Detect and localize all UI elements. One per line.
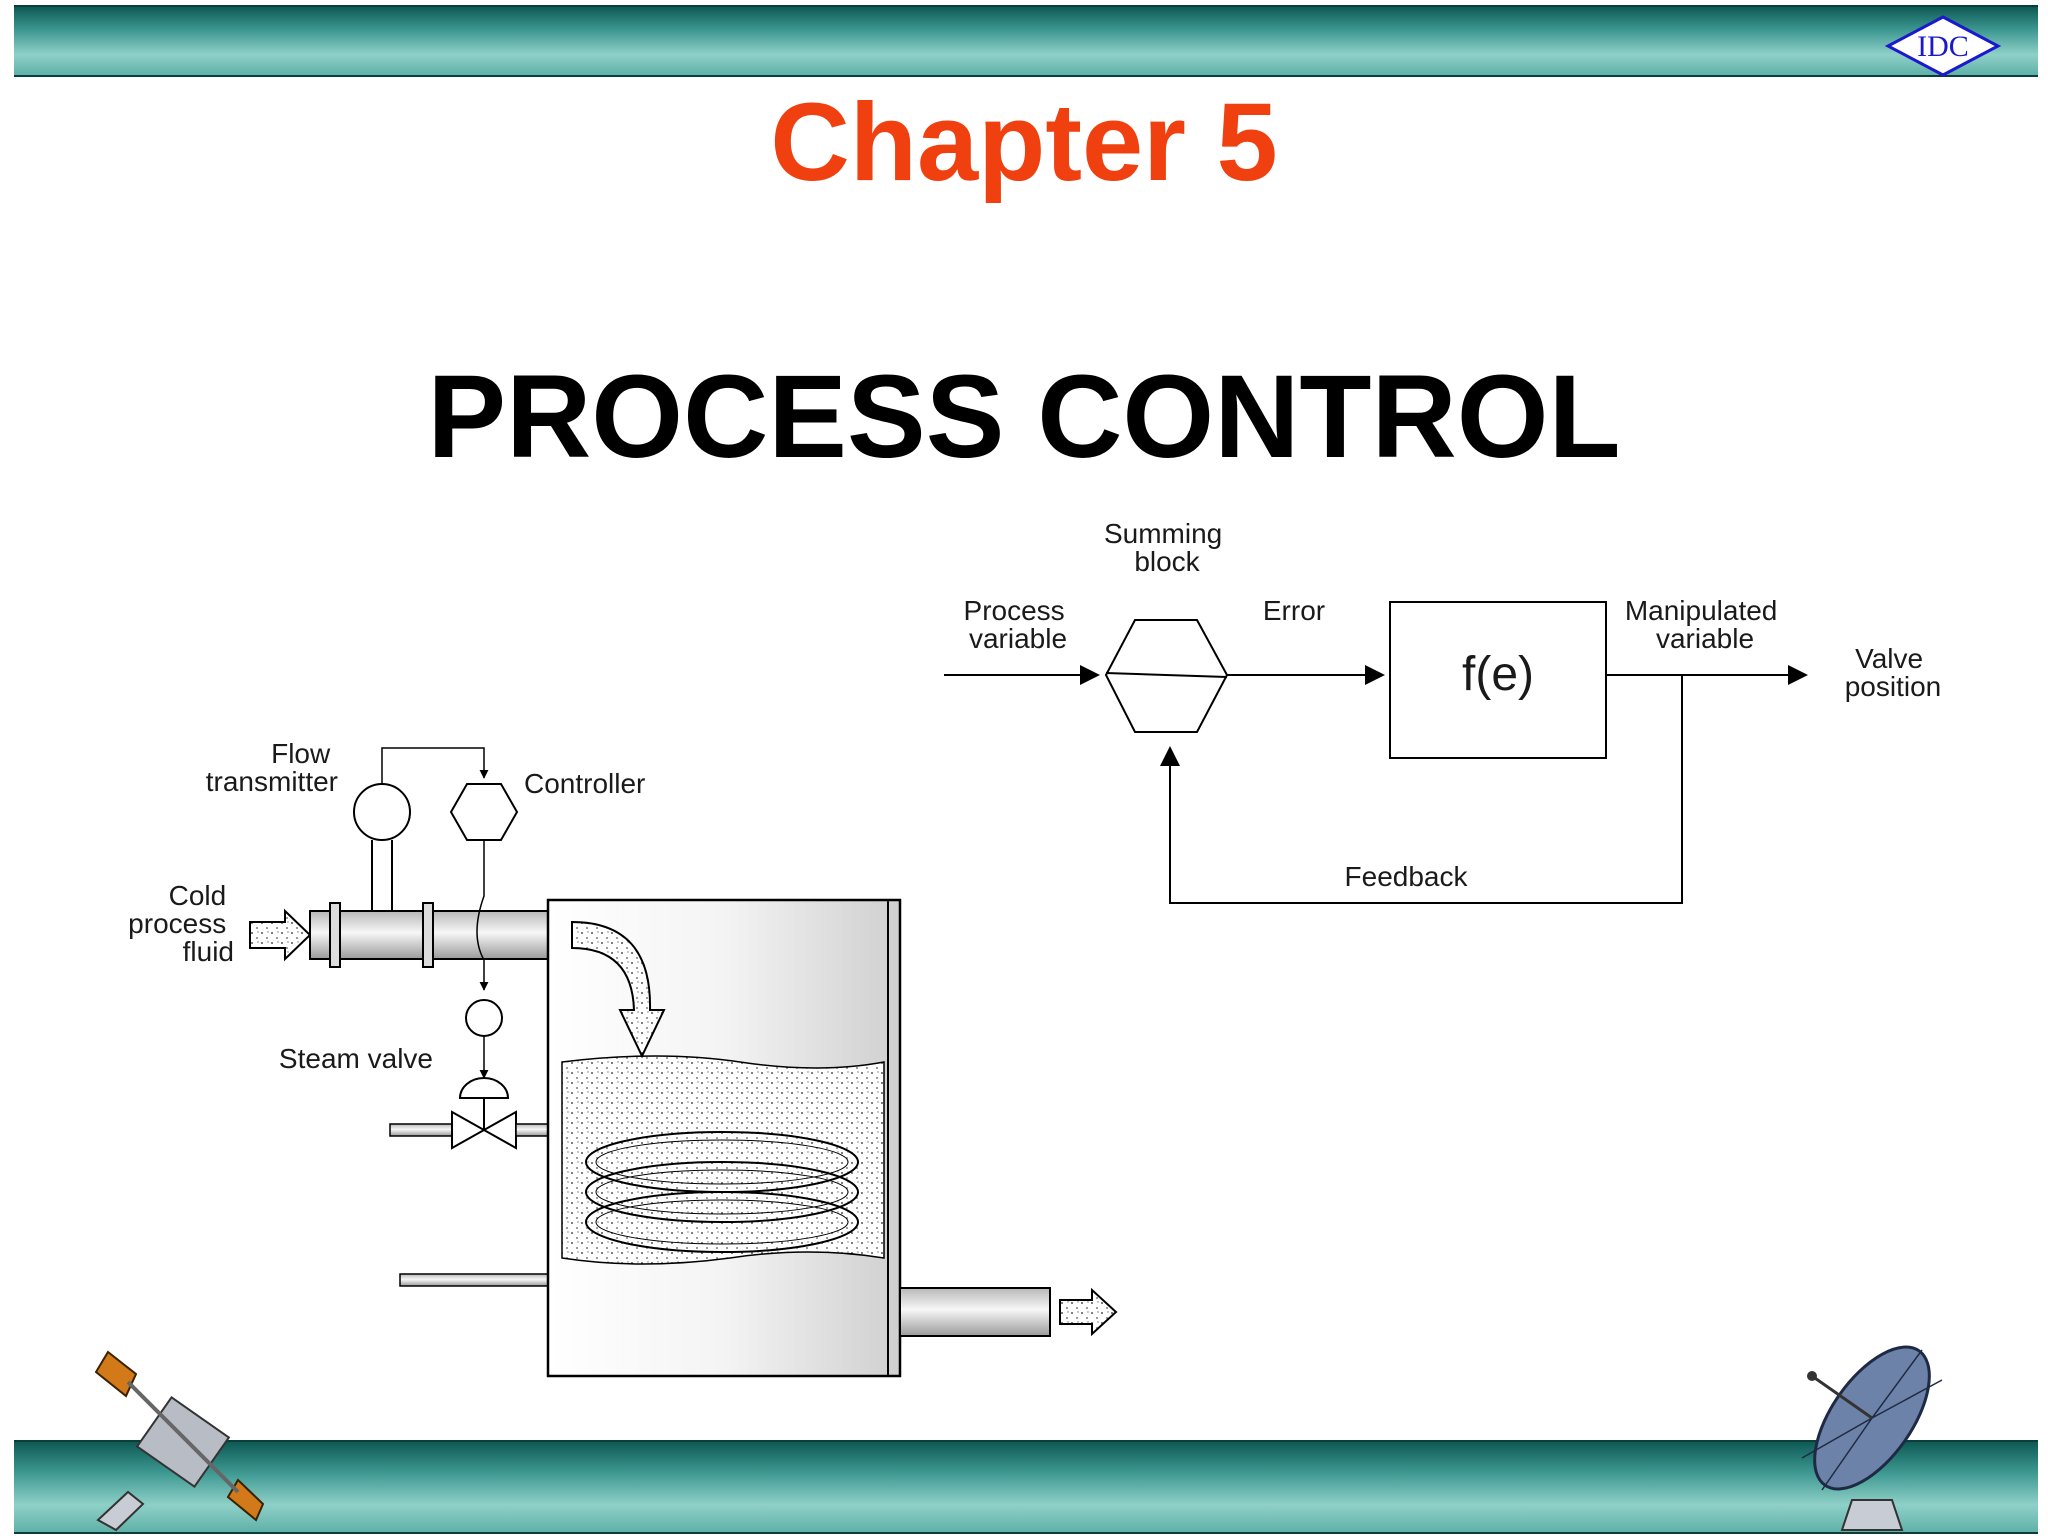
pipe-flange-1 xyxy=(329,902,341,968)
top-band xyxy=(14,5,2038,77)
chapter-title: Chapter 5 xyxy=(770,81,1278,204)
idc-logo: IDC xyxy=(1884,15,2002,77)
steam-pipe-out xyxy=(515,1123,549,1137)
outlet-arrow xyxy=(1059,1287,1118,1337)
summing-block-divider xyxy=(1105,672,1228,678)
controller xyxy=(449,783,519,841)
steam-valve xyxy=(451,1110,517,1150)
flow-transmitter xyxy=(353,783,411,841)
outlet-pipe xyxy=(899,1287,1051,1337)
cold-process-fluid-label-line1: Cold xyxy=(169,880,227,911)
process-variable-label-line2: variable xyxy=(969,623,1067,654)
satellite-dish-icon xyxy=(1801,1345,1943,1531)
flow-transmitter-label: Flow transmitter xyxy=(206,738,338,797)
process-variable-label-line1: Process xyxy=(964,595,1065,626)
flow-transmitter-label-line2: transmitter xyxy=(206,766,338,797)
manipulated-variable-label: Manipulated variable xyxy=(1625,595,1785,654)
summing-block-label-line2: block xyxy=(1134,546,1200,577)
heating-coil xyxy=(585,1131,859,1253)
lower-pipe xyxy=(399,1273,549,1287)
cold-process-fluid-label-line3: fluid xyxy=(183,936,234,967)
process-variable-label: Process variable xyxy=(964,595,1073,654)
tank-liquid xyxy=(561,1055,885,1265)
cold-process-fluid-label-line2: process xyxy=(128,908,226,939)
function-block xyxy=(1389,601,1607,759)
inlet-arrow xyxy=(249,908,312,962)
transmitter-signal-line xyxy=(381,747,489,784)
valve-actuator xyxy=(458,1077,510,1099)
valve-positioner xyxy=(465,999,503,1037)
error-label: Error xyxy=(1263,595,1325,626)
process-diagram: Flow transmitter Controller Cold process… xyxy=(128,738,1118,1378)
controller-output-line xyxy=(476,840,489,991)
bottom-band xyxy=(14,1440,2038,1534)
summing-block-label: Summing block xyxy=(1104,518,1230,577)
manipulated-variable-label-line2: variable xyxy=(1656,623,1754,654)
controller-label: Controller xyxy=(524,768,645,799)
valve-position-label-line1: Valve xyxy=(1855,643,1923,674)
feedback-line xyxy=(1160,675,1683,904)
cold-process-fluid-label: Cold process fluid xyxy=(128,880,234,967)
pipe-flange-2 xyxy=(422,902,434,968)
main-title: PROCESS CONTROL xyxy=(427,351,1621,483)
function-label: f(e) xyxy=(1462,648,1534,701)
valve-position-label: Valve position xyxy=(1845,643,1942,702)
summing-block-label-line1: Summing xyxy=(1104,518,1222,549)
manipulated-variable-label-line1: Manipulated xyxy=(1625,595,1778,626)
inflow-arrow xyxy=(571,920,666,1059)
block-diagram: Summing block Process variable Error Man… xyxy=(944,518,1942,904)
flow-transmitter-label-line1: Flow xyxy=(271,738,331,769)
steam-pipe-in xyxy=(389,1123,453,1137)
feedback-label: Feedback xyxy=(1345,861,1469,892)
steam-valve-label: Steam valve xyxy=(279,1043,433,1074)
valve-position-label-line2: position xyxy=(1845,671,1942,702)
satellite-icon xyxy=(94,1350,265,1532)
logo-text: IDC xyxy=(1917,30,1969,63)
